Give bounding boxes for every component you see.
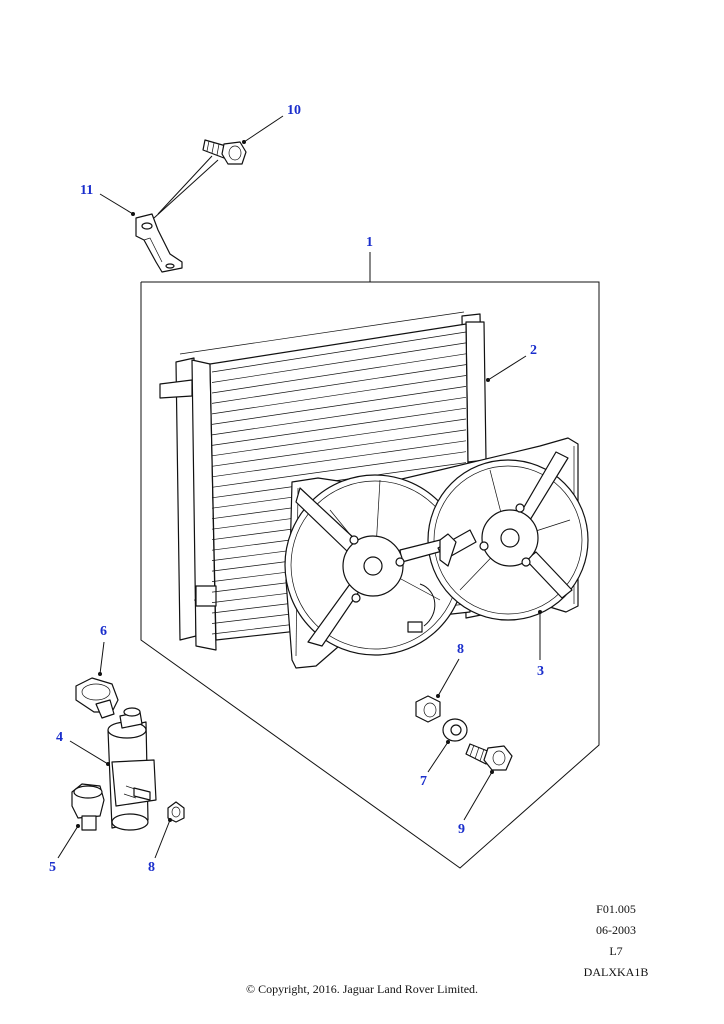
condenser-fin xyxy=(211,342,467,383)
callout-8-lower[interactable]: 8 xyxy=(148,860,155,875)
figure-date: 06-2003 xyxy=(596,923,636,937)
condenser-fin xyxy=(211,396,467,436)
condenser-fin xyxy=(211,364,467,404)
condenser-fin xyxy=(211,386,467,425)
callout-11[interactable]: 11 xyxy=(80,183,94,198)
callout-9[interactable]: 9 xyxy=(458,822,465,837)
callout-5[interactable]: 5 xyxy=(49,860,56,875)
callout-2[interactable]: 2 xyxy=(530,343,537,358)
pressure-switch-part-6 xyxy=(75,677,119,719)
nut-part-8-upper xyxy=(415,695,441,723)
condenser-fin xyxy=(211,407,467,446)
callout-4[interactable]: 4 xyxy=(56,730,63,745)
fan-assembly-part-3 xyxy=(284,437,589,669)
condenser-fin xyxy=(211,353,467,394)
callout-6[interactable]: 6 xyxy=(100,624,107,639)
callout-3[interactable]: 3 xyxy=(537,664,544,679)
condenser-fin xyxy=(211,331,467,373)
figure-reference: F01.005 xyxy=(596,902,636,916)
callout-10[interactable]: 10 xyxy=(287,103,301,118)
callout-8-upper[interactable]: 8 xyxy=(457,642,464,657)
callout-7[interactable]: 7 xyxy=(420,774,427,789)
condenser-fin xyxy=(211,451,467,488)
washer-part-7 xyxy=(442,718,468,742)
bolt-part-9 xyxy=(465,743,513,771)
assembly-outline xyxy=(140,252,600,869)
copyright-notice: © Copyright, 2016. Jaguar Land Rover Lim… xyxy=(245,982,479,996)
condenser-fin xyxy=(211,429,467,467)
valve-part-5 xyxy=(71,783,105,831)
callout-1[interactable]: 1 xyxy=(366,235,373,250)
figure-level: L7 xyxy=(609,944,623,958)
condenser-fin xyxy=(211,418,467,457)
bracket-part-11 xyxy=(135,213,183,273)
receiver-drier-part-4 xyxy=(107,707,157,831)
bolt-part-10 xyxy=(202,139,247,165)
condenser-fin xyxy=(211,375,467,415)
condenser-fin xyxy=(211,440,467,478)
figure-code: DALXKA1B xyxy=(583,965,649,979)
nut-part-8-lower xyxy=(167,801,185,823)
condenser-fin xyxy=(211,462,467,499)
